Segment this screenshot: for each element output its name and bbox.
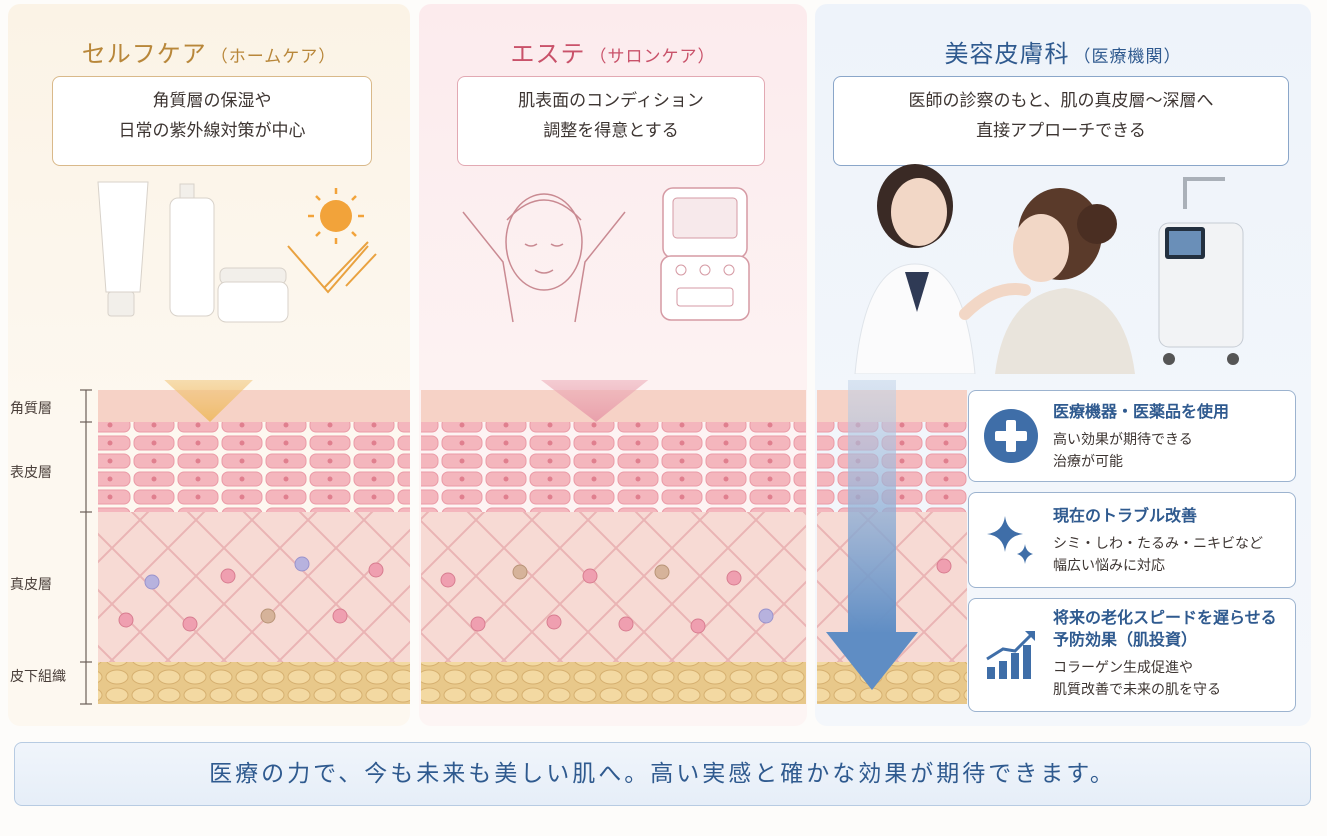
selfcare-depth-arrow [164,380,253,422]
growth-chart-icon [986,631,1035,679]
skin-layer-diagram [80,380,967,705]
layer-label-epidermis: 表皮層 [10,465,52,481]
skincare-products-icon [97,181,377,323]
skin-bands [98,390,967,704]
facial-device-icon [660,187,750,321]
sparkle-icon [987,516,1033,564]
doctor-patient-image [854,164,1135,374]
selfcare-description: 角質層の保湿や日常の紫外線対策が中心 [52,76,372,166]
clinic-title: 美容皮膚科（医療機関） [944,40,1182,68]
conclusion-banner: 医療の力で、今も未来も美しい肌へ。高い実感と確かな効果が期待できます。 [14,742,1311,806]
layer-label-dermis: 真皮層 [10,577,52,593]
layer-label-stratum-corneum: 角質層 [10,401,52,417]
layer-brackets [80,389,92,705]
laser-machine-image [1158,177,1244,365]
esthe-title: エステ（サロンケア） [510,40,716,68]
feature-card-prevention: 将来の老化スピードを遅らせる 予防効果（肌投資） コラーゲン生成促進や 肌質改善… [968,598,1296,712]
dermis-cells [118,556,952,634]
clinic-depth-arrow [826,380,918,690]
feature-card-medical: 医療機器・医薬品を使用 高い効果が期待できる 治療が可能 [968,390,1296,482]
feature-card-trouble: 現在のトラブル改善 シミ・しわ・たるみ・ニキビなど 幅広い悩みに対応 [968,492,1296,588]
feature-title: 医療機器・医薬品を使用 [1053,402,1230,421]
facial-massage-icon [462,193,626,323]
esthe-depth-arrow [540,380,649,422]
layer-label-subcutaneous: 皮下組織 [10,669,66,685]
selfcare-title: セルフケア（ホームケア） [81,40,337,68]
clinic-description: 医師の診察のもと、肌の真皮層〜深層へ直接アプローチできる [833,76,1289,166]
esthe-description: 肌表面のコンディション調整を得意とする [457,76,765,166]
medical-cross-icon [984,409,1038,463]
